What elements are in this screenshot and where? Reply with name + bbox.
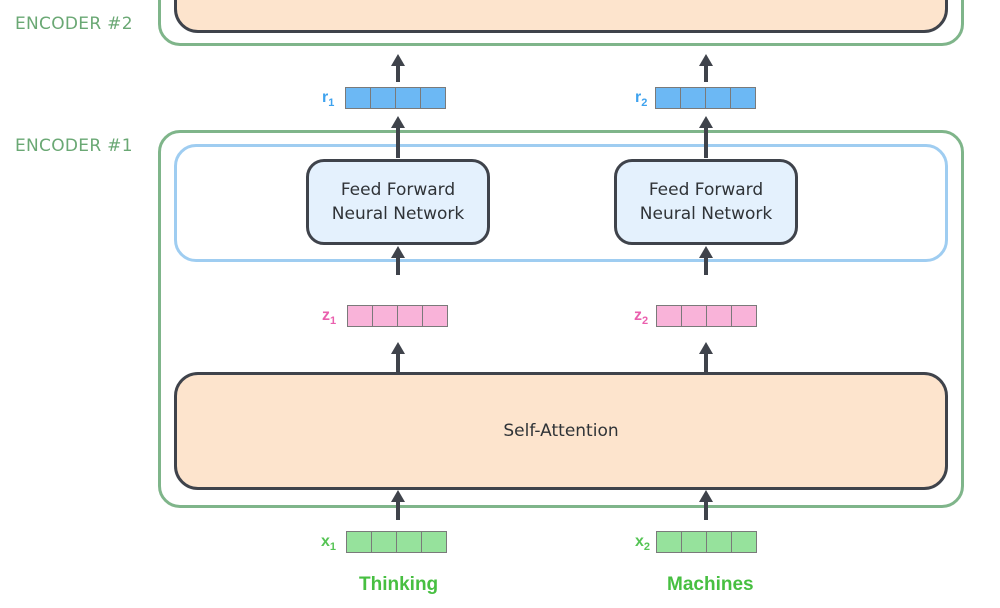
r2-label: r2	[635, 89, 648, 110]
ffn-block-2-line1: Feed Forward	[648, 180, 764, 200]
input-word-1: Thinking	[359, 574, 439, 595]
arrow-up-icon	[391, 246, 405, 275]
ffn-block-1: Feed Forward Neural Network	[306, 159, 490, 245]
encoder-2-label: ENCODER #2	[15, 14, 133, 34]
z2-vector	[656, 305, 757, 327]
encoder-2-inner-block	[174, 0, 948, 33]
ffn-block-1-line1: Feed Forward	[340, 180, 456, 200]
encoder-1-box	[158, 130, 964, 508]
z2-label: z2	[634, 307, 649, 328]
ffn-block-2-line2: Neural Network	[639, 204, 773, 224]
x1-vector	[346, 531, 447, 553]
self-attention-label: Self-Attention	[503, 421, 619, 441]
arrow-up-icon	[699, 116, 713, 158]
ffn-block-2: Feed Forward Neural Network	[614, 159, 798, 245]
encoder-1-label: ENCODER #1	[15, 136, 133, 156]
arrow-up-icon	[699, 490, 713, 520]
arrow-up-icon	[391, 490, 405, 520]
input-word-2: Machines	[667, 574, 754, 595]
arrow-up-icon	[699, 54, 713, 82]
x2-label: x2	[635, 533, 651, 554]
self-attention-block: Self-Attention	[174, 372, 948, 490]
ffn-block-1-line2: Neural Network	[331, 204, 465, 224]
r1-vector	[345, 87, 446, 109]
arrow-up-icon	[391, 342, 405, 372]
r1-label: r1	[322, 89, 335, 110]
x2-vector	[656, 531, 757, 553]
ffn-group-box	[174, 144, 948, 262]
z1-label: z1	[322, 307, 337, 328]
arrow-up-icon	[391, 54, 405, 82]
arrow-up-icon	[699, 246, 713, 275]
arrow-up-icon	[391, 116, 405, 158]
r2-vector	[655, 87, 756, 109]
x1-label: x1	[321, 533, 337, 554]
arrow-up-icon	[699, 342, 713, 372]
z1-vector	[347, 305, 448, 327]
encoder-2-box	[158, 0, 964, 46]
